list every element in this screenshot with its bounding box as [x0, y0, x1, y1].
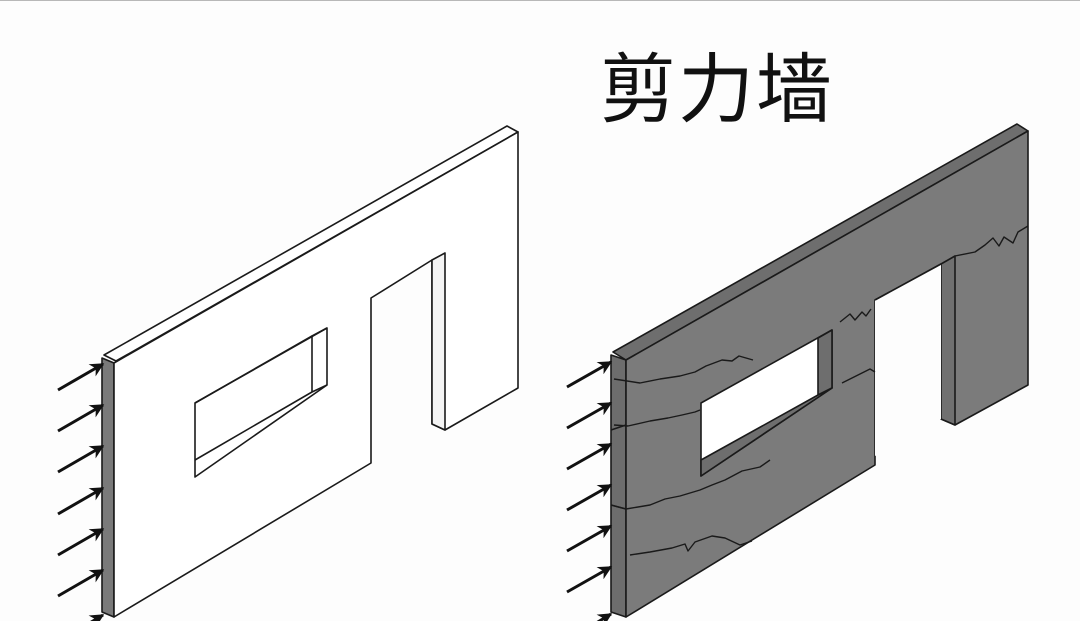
arrow-icon [88, 613, 105, 621]
right-load-arrows [566, 360, 613, 621]
window-reveal-bottom [700, 387, 833, 477]
arrow-icon [566, 442, 613, 471]
crack-lines [610, 225, 1029, 556]
cracked-wall [610, 123, 1029, 618]
arrow-icon [57, 568, 105, 598]
uncracked-wall [101, 125, 519, 618]
wall-side-edge [610, 354, 627, 618]
door-opening [875, 264, 941, 456]
door-reveal [431, 252, 446, 431]
arrow-icon [566, 524, 613, 553]
arrow-icon [57, 362, 105, 392]
top-border [0, 0, 1080, 1]
left-load-arrows [57, 362, 105, 621]
arrow-icon [566, 483, 613, 512]
arrow-icon [57, 486, 105, 516]
window-reveal-right [817, 329, 833, 396]
wall-side-edge [101, 357, 115, 618]
arrow-icon [57, 527, 105, 557]
arrow-icon [57, 403, 105, 433]
arrow-icon [566, 360, 613, 389]
arrow-icon [596, 612, 613, 621]
door-reveal [940, 255, 956, 426]
arrow-icon [566, 565, 613, 594]
arrow-icon [57, 444, 105, 474]
diagram-title: 剪力墙 [600, 45, 834, 134]
arrow-icon [566, 401, 613, 430]
